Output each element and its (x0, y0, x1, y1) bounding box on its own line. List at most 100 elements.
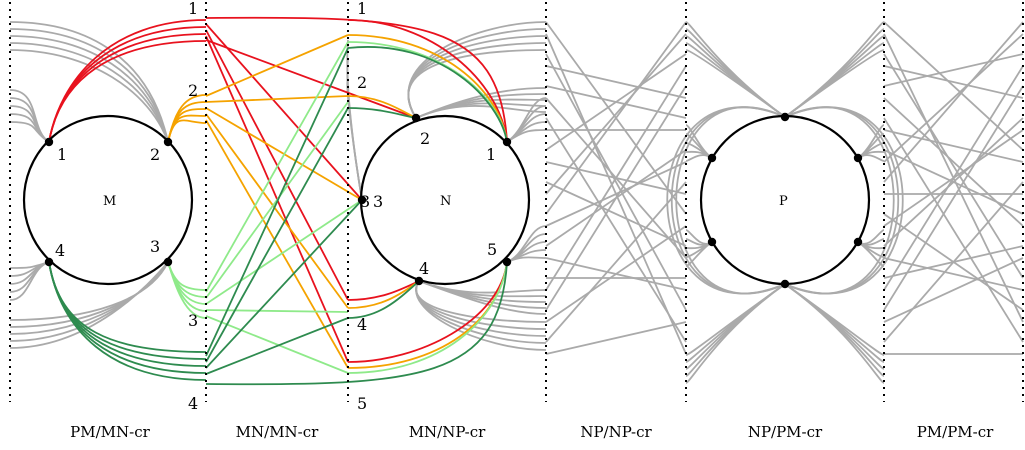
orange-edge (205, 113, 349, 309)
gray-edge (9, 261, 169, 349)
column-mn-label-2: 2 (188, 81, 198, 100)
gray-edge (545, 181, 687, 343)
gray-edge (506, 129, 547, 143)
gray-edge (883, 65, 1024, 291)
circle-m (22, 114, 194, 286)
port-dot (853, 153, 863, 163)
gray-edge (9, 261, 50, 301)
dark-green-edge (48, 261, 207, 381)
light-green-edge (167, 261, 207, 319)
gray-edge (883, 257, 1024, 323)
gray-edge (9, 21, 169, 143)
dark-green-edge (205, 261, 508, 386)
gray-edge (545, 53, 687, 151)
circle-m-port-2: 2 (150, 145, 160, 164)
gray-edge (545, 85, 687, 311)
red-edge (48, 40, 207, 143)
gray-edge (545, 225, 687, 323)
gray-edge (545, 117, 687, 343)
light-green-edge (167, 261, 207, 305)
port-dot (163, 257, 173, 267)
region-label-np-pm-cr: NP/PM-cr (748, 423, 823, 441)
gray-edge (545, 161, 687, 227)
gray-edge (883, 85, 1024, 311)
gray-edge (9, 121, 50, 143)
circle-n-port-4: 4 (419, 259, 429, 278)
column-np-label-4: 4 (357, 315, 367, 334)
column-np-label-5: 5 (357, 394, 367, 413)
port-dot (44, 257, 54, 267)
gray-edge-layer (9, 21, 1024, 384)
dark-green-edge (205, 199, 363, 369)
region-label-mn-mn-cr: MN/MN-cr (236, 423, 319, 441)
port-dot (853, 237, 863, 247)
gray-edge (9, 35, 169, 143)
circle-n-port-3: 3 (373, 192, 383, 211)
dark-green-edge (347, 107, 417, 119)
gray-edge (784, 49, 885, 118)
gray-edge (883, 181, 1024, 343)
gray-edge (883, 21, 1024, 151)
gray-edge (784, 28, 885, 118)
dark-green-edge (205, 317, 349, 375)
port-dot (357, 195, 367, 205)
orange-edge (205, 95, 349, 103)
gray-edge (346, 39, 363, 201)
gray-edge (857, 241, 885, 267)
red-edge (205, 29, 349, 301)
port-dot (780, 279, 790, 289)
gray-edge (883, 21, 1024, 183)
circle-n-port-2: 2 (420, 129, 430, 148)
circle-n-port-5: 5 (487, 240, 497, 259)
gray-edge (685, 283, 786, 377)
gray-edge (545, 321, 687, 355)
colored-edge-layer (48, 16, 508, 386)
gray-edge (545, 65, 687, 291)
port-dot (414, 276, 424, 286)
gray-edge (784, 283, 885, 377)
column-np-label-2: 2 (357, 73, 367, 92)
dark-green-edge (347, 46, 508, 143)
circle-m-label: M (103, 194, 116, 209)
light-green-edge (205, 315, 349, 374)
gray-edge (9, 42, 169, 143)
orange-edge (205, 34, 349, 97)
circle-n-port-1: 1 (486, 145, 496, 164)
gray-edge (545, 65, 687, 99)
light-green-edge (205, 199, 363, 305)
port-dot (44, 137, 54, 147)
column-np-label-3: 3 (360, 192, 370, 211)
gray-edge (415, 105, 547, 119)
gray-edge (685, 49, 786, 118)
port-dot (707, 237, 717, 247)
port-dot (780, 112, 790, 122)
region-label-np-np-cr: NP/NP-cr (580, 423, 652, 441)
region-label-mn-np-cr: MN/NP-cr (409, 423, 486, 441)
gray-edge (9, 49, 169, 143)
circle-m-port-4: 4 (55, 241, 65, 260)
gray-edge (883, 65, 1024, 99)
light-green-edge (205, 41, 349, 293)
gray-edge (346, 79, 363, 201)
port-dot (411, 113, 421, 123)
gray-edge (784, 283, 885, 384)
gray-edge (883, 97, 1024, 227)
gray-edge (545, 21, 687, 215)
circle-m-port-1: 1 (57, 145, 67, 164)
gray-edge (784, 21, 885, 118)
orange-edge (167, 119, 207, 143)
gray-edge (685, 21, 786, 118)
port-dot (163, 137, 173, 147)
port-dot (502, 257, 512, 267)
gray-edge (685, 283, 786, 384)
dark-green-edge (205, 107, 349, 363)
port-dot (707, 153, 717, 163)
light-green-edge (205, 309, 349, 313)
gray-edge (545, 33, 687, 195)
gray-edge (784, 106, 904, 295)
port-dots (44, 112, 863, 289)
gray-edge (883, 53, 1024, 279)
gray-edge (883, 33, 1024, 163)
gray-edge (883, 117, 1024, 247)
